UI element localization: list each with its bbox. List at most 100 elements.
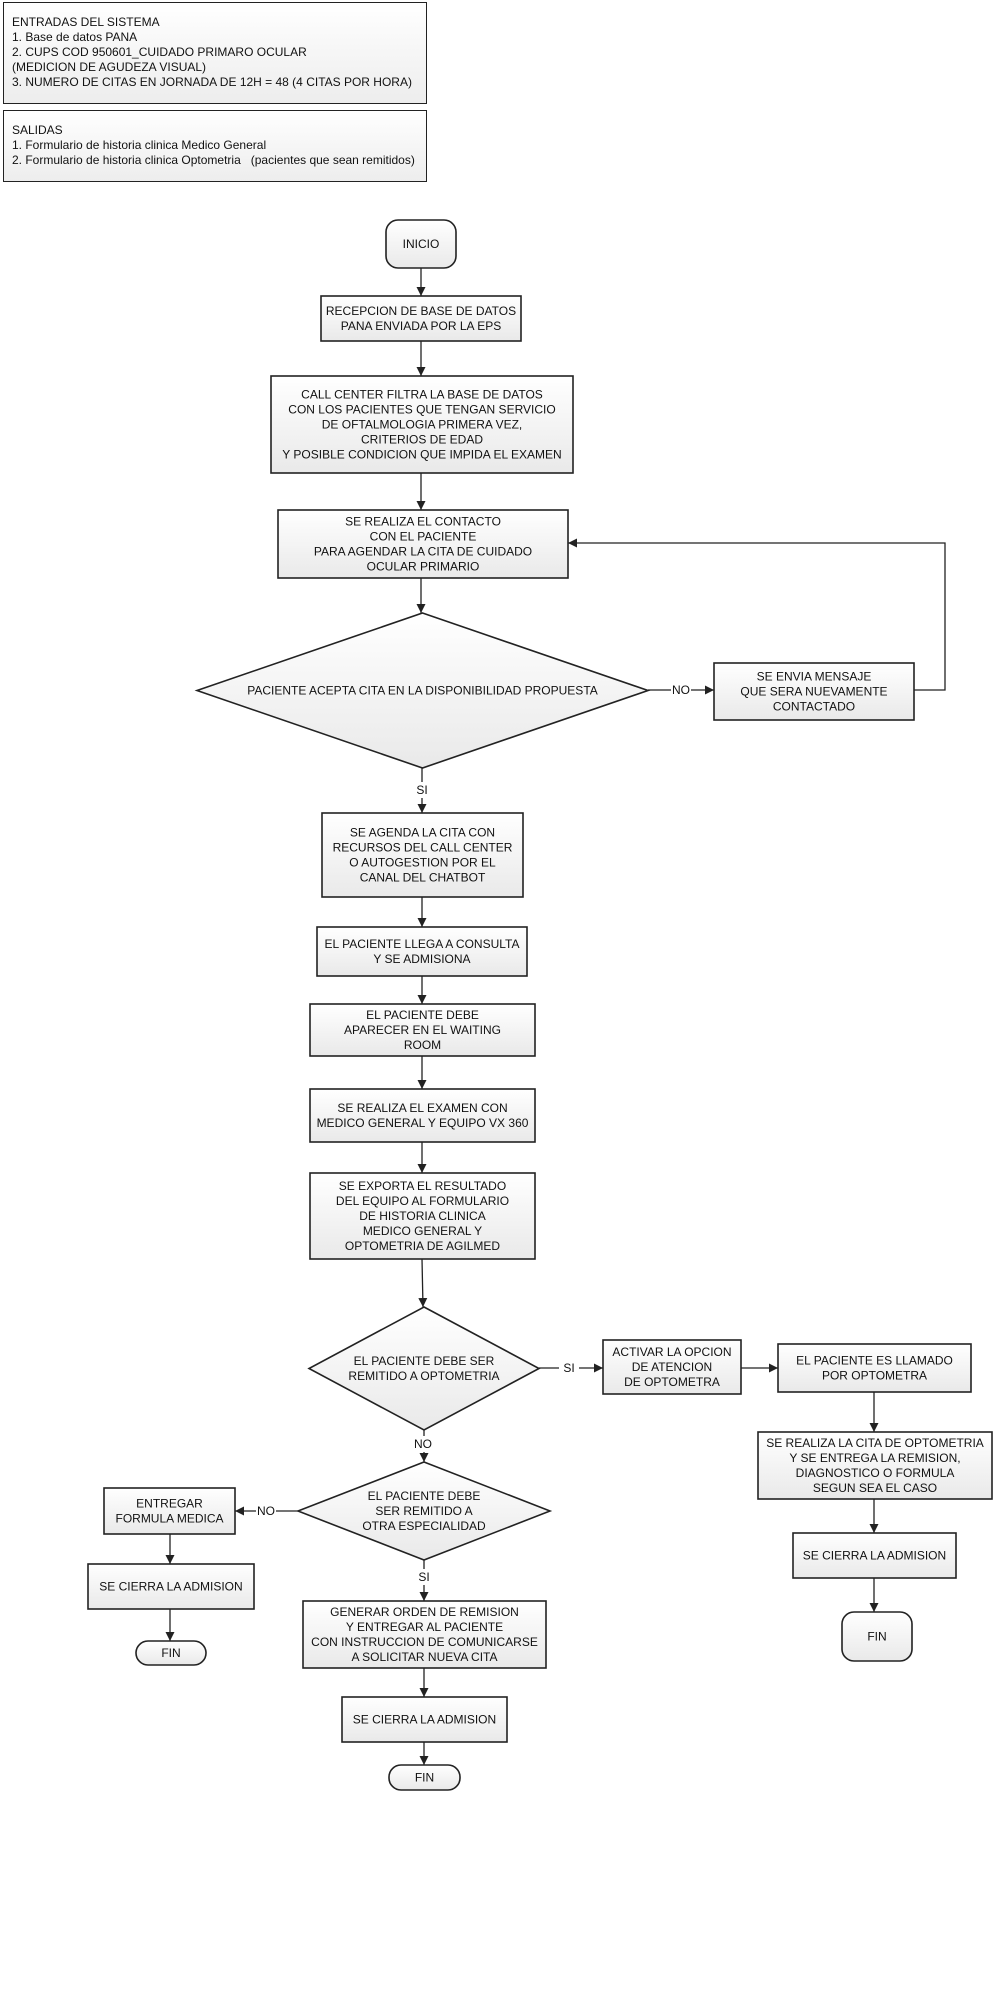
node-text-line: DE HISTORIA CLINICA [359, 1209, 485, 1223]
node-text-line: Y SE ENTREGA LA REMISION, [789, 1451, 960, 1465]
node-fin-c: FIN [388, 1764, 461, 1791]
node-text-line: FIN [161, 1646, 180, 1660]
node-acepta: PACIENTE ACEPTA CITA EN LA DISPONIBILIDA… [194, 612, 651, 769]
node-text-line: Y ENTREGAR AL PACIENTE [346, 1620, 503, 1634]
node-text-line: DE OPTOMETRA [624, 1375, 720, 1389]
node-text-line: EL PACIENTE DEBE [368, 1489, 481, 1503]
node-text-line: EL PACIENTE DEBE SER [354, 1354, 495, 1368]
node-text-line: EL PACIENTE LLEGA A CONSULTA [325, 937, 520, 951]
node-text-line: REMITIDO A OPTOMETRIA [348, 1369, 499, 1383]
node-text-line: FIN [415, 1771, 434, 1785]
inputs-line: (MEDICION DE AGUDEZA VISUAL) [12, 60, 207, 74]
node-cierra-c: SE CIERRA LA ADMISION [341, 1696, 508, 1743]
node-text-line: FIN [867, 1630, 886, 1644]
outputs-line: 2. Formulario de historia clinica Optome… [12, 153, 415, 167]
node-text-line: O AUTOGESTION POR EL [349, 856, 496, 870]
node-text-line: SE AGENDA LA CITA CON [350, 826, 495, 840]
outputs-line: 1. Formulario de historia clinica Medico… [12, 138, 267, 152]
node-text-line: GENERAR ORDEN DE REMISION [330, 1605, 519, 1619]
inputs-line: 2. CUPS COD 950601_CUIDADO PRIMARO OCULA… [12, 45, 307, 59]
node-text-line: OPTOMETRIA DE AGILMED [345, 1239, 500, 1253]
node-text-line: SE CIERRA LA ADMISION [803, 1549, 946, 1563]
node-inicio: INICIO [385, 219, 457, 269]
svg-text:NO: NO [257, 1504, 275, 1518]
node-text-line: SE CIERRA LA ADMISION [353, 1713, 496, 1727]
node-text-line: SE CIERRA LA ADMISION [99, 1580, 242, 1594]
node-text-line: ENTREGAR [136, 1497, 203, 1511]
node-fin-l: FIN [135, 1640, 207, 1666]
node-text-line: APARECER EN EL WAITING [344, 1023, 501, 1037]
node-text-line: EL PACIENTE DEBE [366, 1008, 479, 1022]
node-text-line: CRITERIOS DE EDAD [361, 433, 483, 447]
svg-text:SI: SI [418, 1570, 429, 1584]
node-text-line: CON EL PACIENTE [370, 530, 477, 544]
node-text-line: MEDICO GENERAL Y [363, 1224, 482, 1238]
edge-label-otra-si: SI [414, 1569, 434, 1585]
outputs-line: SALIDAS [12, 123, 63, 137]
inputs-line: ENTRADAS DEL SISTEMA [12, 15, 160, 29]
node-text-line: OCULAR PRIMARIO [367, 560, 480, 574]
node-text-line: SE REALIZA EL CONTACTO [345, 515, 501, 529]
svg-text:NO: NO [414, 1437, 432, 1451]
node-fin-r: FIN [841, 1611, 913, 1662]
node-text-line: SE EXPORTA EL RESULTADO [339, 1179, 506, 1193]
inputs-line: 3. NUMERO DE CITAS EN JORNADA DE 12H = 4… [12, 75, 412, 89]
node-text-line: RECURSOS DEL CALL CENTER [333, 841, 513, 855]
node-text-line: SE REALIZA LA CITA DE OPTOMETRIA [766, 1436, 984, 1450]
node-text-line: DIAGNOSTICO O FORMULA [796, 1466, 955, 1480]
node-text-line: SER REMITIDO A [375, 1504, 472, 1518]
node-text-line: EL PACIENTE ES LLAMADO [796, 1354, 953, 1368]
system-inputs-box: ENTRADAS DEL SISTEMA 1. Base de datos PA… [3, 2, 427, 104]
node-text-line: RECEPCION DE BASE DE DATOS [326, 304, 516, 318]
node-text-line: CON LOS PACIENTES QUE TENGAN SERVICIO [288, 403, 555, 417]
connector-arrow [418, 1258, 428, 1308]
node-text-line: INICIO [403, 237, 440, 251]
node-cierra-l: SE CIERRA LA ADMISION [87, 1563, 255, 1610]
system-outputs-box: SALIDAS 1. Formulario de historia clinic… [3, 110, 427, 182]
node-text-line: OTRA ESPECIALIDAD [362, 1519, 486, 1533]
node-text-line: Y POSIBLE CONDICION QUE IMPIDA EL EXAMEN [282, 448, 561, 462]
node-text-line: A SOLICITAR NUEVA CITA [351, 1650, 497, 1664]
node-cierra-r: SE CIERRA LA ADMISION [792, 1532, 957, 1579]
inputs-line: 1. Base de datos PANA [12, 30, 138, 44]
node-text-line: DEL EQUIPO AL FORMULARIO [336, 1194, 509, 1208]
node-text-line: DE ATENCION [632, 1360, 712, 1374]
node-text-line: PARA AGENDAR LA CITA DE CUIDADO [314, 545, 532, 559]
node-text-line: FORMULA MEDICA [115, 1512, 223, 1526]
node-text-line: CALL CENTER FILTRA LA BASE DE DATOS [301, 388, 543, 402]
node-text-line: ROOM [404, 1038, 441, 1052]
node-text-line: CON INSTRUCCION DE COMUNICARSE [311, 1635, 538, 1649]
edge-label-remitido-si: SI [559, 1360, 579, 1376]
svg-text:SI: SI [563, 1361, 574, 1375]
node-text-line: CONTACTADO [773, 700, 855, 714]
node-text-line: Y SE ADMISIONA [373, 952, 470, 966]
node-text-line: DE OFTALMOLOGIA PRIMERA VEZ, [322, 418, 522, 432]
node-text-line: SE ENVIA MENSAJE [757, 670, 872, 684]
edge-label-otra-no: NO [256, 1503, 276, 1519]
svg-text:SI: SI [416, 783, 427, 797]
node-text-line: MEDICO GENERAL Y EQUIPO VX 360 [317, 1116, 529, 1130]
node-text-line: PACIENTE ACEPTA CITA EN LA DISPONIBILIDA… [247, 684, 598, 698]
edge-label-acepta-no: NO [671, 682, 691, 698]
node-text-line: SE REALIZA EL EXAMEN CON [337, 1101, 507, 1115]
connector-arrow [568, 538, 946, 691]
node-text-line: CANAL DEL CHATBOT [360, 871, 486, 885]
node-text-line: ACTIVAR LA OPCION [612, 1345, 731, 1359]
node-text-line: QUE SERA NUEVAMENTE [740, 685, 887, 699]
